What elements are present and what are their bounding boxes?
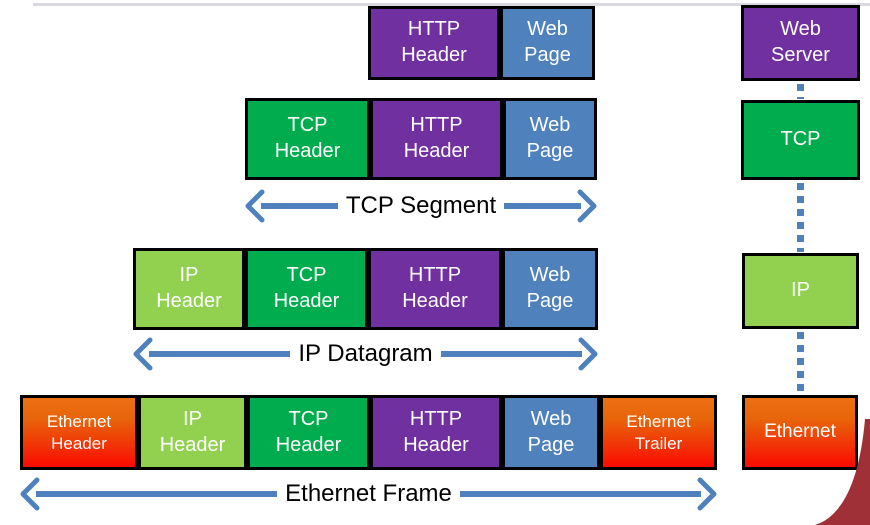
ethernet-layer-box: Ethernet bbox=[742, 395, 858, 470]
arrow-line bbox=[149, 351, 291, 357]
http-header-box: HTTP Header bbox=[368, 6, 500, 80]
tcp-segment-arrow: TCP Segment bbox=[245, 189, 597, 223]
box-label: IP Header bbox=[159, 407, 226, 456]
corner-accent-shape bbox=[815, 419, 870, 525]
arrow-line bbox=[261, 203, 338, 209]
ip-header-box: IP Header bbox=[138, 395, 247, 470]
tcp-header-box: TCP Header bbox=[245, 248, 368, 330]
arrowhead-left-icon bbox=[245, 189, 265, 223]
box-label: HTTP Header bbox=[403, 114, 470, 162]
web-page-box: Web Page bbox=[500, 6, 595, 80]
box-label: HTTP Header bbox=[403, 407, 469, 456]
arrow-line bbox=[36, 491, 278, 497]
ethernet-header-box: Ethernet Header bbox=[20, 395, 138, 470]
box-label: Web Page bbox=[527, 407, 575, 456]
web-page-box: Web Page bbox=[503, 98, 597, 180]
http-header-box: HTTP Header bbox=[370, 395, 502, 470]
ip-header-box: IP Header bbox=[133, 248, 245, 330]
web-page-box: Web Page bbox=[502, 395, 600, 470]
ip-datagram-arrow: IP Datagram bbox=[133, 337, 598, 371]
top-border-line bbox=[33, 3, 870, 6]
ip-layer-box: IP bbox=[742, 253, 859, 329]
web-page-box: Web Page bbox=[502, 248, 598, 330]
arrow-label: TCP Segment bbox=[345, 192, 497, 219]
dotted-connector bbox=[797, 332, 804, 394]
box-label: IP bbox=[791, 279, 810, 302]
box-label: HTTP Header bbox=[401, 18, 467, 66]
box-label: Ethernet Header bbox=[46, 411, 112, 453]
box-label: Ethernet bbox=[764, 421, 836, 443]
arrow-line bbox=[440, 351, 583, 357]
http-header-box: HTTP Header bbox=[368, 248, 502, 330]
http-header-box: HTTP Header bbox=[370, 98, 503, 180]
box-label: Web Server bbox=[771, 18, 830, 66]
arrow-line bbox=[504, 203, 582, 209]
arrowhead-right-icon bbox=[578, 337, 598, 371]
arrowhead-left-icon bbox=[20, 477, 40, 511]
dotted-connector bbox=[797, 84, 804, 99]
box-label: Web Page bbox=[524, 18, 571, 66]
dotted-connector bbox=[797, 183, 804, 252]
box-label: IP Header bbox=[156, 264, 222, 312]
tcp-header-box: TCP Header bbox=[247, 395, 370, 470]
arrowhead-right-icon bbox=[697, 477, 717, 511]
arrow-label: IP Datagram bbox=[298, 340, 433, 367]
box-label: Web Page bbox=[526, 264, 574, 312]
tcp-layer-box: TCP bbox=[741, 100, 860, 180]
arrow-line bbox=[459, 491, 702, 497]
box-label: TCP Header bbox=[273, 264, 340, 312]
ethernet-trailer-box: Ethernet Trailer bbox=[600, 395, 717, 470]
ethernet-frame-arrow: Ethernet Frame bbox=[20, 477, 717, 511]
web-server-box: Web Server bbox=[741, 5, 860, 81]
box-label: Ethernet Trailer bbox=[626, 411, 691, 453]
arrowhead-left-icon bbox=[133, 337, 153, 371]
box-label: HTTP Header bbox=[402, 264, 468, 312]
box-label: TCP Header bbox=[275, 407, 342, 456]
tcp-header-box: TCP Header bbox=[245, 98, 370, 180]
box-label: TCP Header bbox=[274, 114, 341, 162]
box-label: Web Page bbox=[526, 114, 574, 162]
arrowhead-right-icon bbox=[577, 189, 597, 223]
box-label: TCP bbox=[780, 128, 821, 151]
arrow-label: Ethernet Frame bbox=[285, 480, 452, 507]
